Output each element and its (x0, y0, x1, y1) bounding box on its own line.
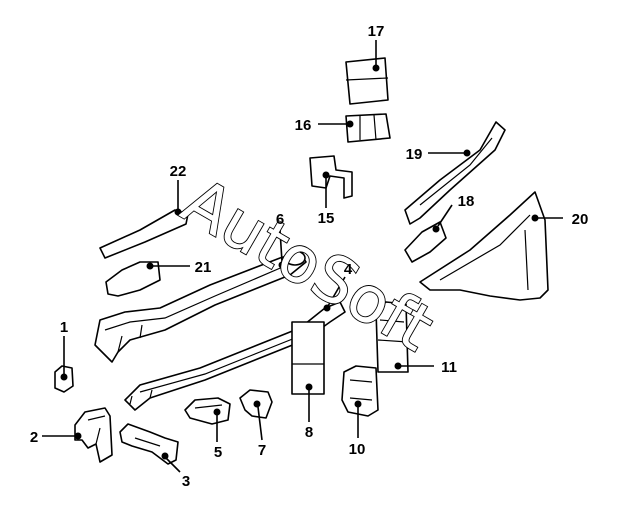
leader-18 (437, 204, 453, 227)
callout-label-17: 17 (368, 23, 385, 40)
callout-dot-2 (74, 432, 82, 440)
part-16-shape (345, 113, 391, 143)
callout-dot-6 (278, 261, 286, 269)
callout-dot-18 (432, 225, 440, 233)
callout-label-10: 10 (349, 441, 366, 458)
callout-dot-17 (372, 64, 380, 72)
part-18-shape (404, 221, 447, 263)
callout-dot-16 (346, 120, 354, 128)
callout-dot-22 (174, 208, 182, 216)
callout-dot-15 (322, 171, 330, 179)
part-22-shape (99, 209, 189, 259)
part-8-shape (291, 321, 325, 395)
callout-label-15: 15 (318, 210, 335, 227)
part-lower-rail (124, 301, 346, 411)
callout-label-4: 4 (344, 261, 353, 278)
part-19-shape (404, 121, 506, 225)
part-2-shape (74, 407, 113, 463)
callout-label-16: 16 (295, 117, 312, 134)
part-15-shape (309, 155, 353, 199)
part-3-shape (119, 423, 179, 465)
part-upper-rail (94, 250, 307, 363)
callout-label-8: 8 (305, 424, 313, 441)
callout-label-19: 19 (406, 146, 423, 163)
callout-dot-1 (60, 373, 68, 381)
callout-label-3: 3 (182, 473, 190, 490)
callout-label-2: 2 (30, 429, 38, 446)
callout-label-1: 1 (60, 319, 68, 336)
part-11-shape (375, 301, 409, 373)
part-21-shape (105, 261, 161, 297)
leader-6 (279, 229, 283, 263)
callout-dot-5 (213, 408, 221, 416)
callout-label-7: 7 (258, 442, 266, 459)
callout-dot-7 (253, 400, 261, 408)
leader-7 (257, 406, 263, 441)
callout-label-5: 5 (214, 444, 222, 461)
callout-dot-11 (394, 362, 402, 370)
callout-label-18: 18 (458, 193, 475, 210)
part-10-shape (341, 365, 379, 417)
part-17-shape (345, 57, 389, 105)
leader-3 (165, 457, 181, 473)
callout-dot-8 (305, 383, 313, 391)
part-20-shape (419, 191, 549, 301)
callout-label-22: 22 (170, 163, 187, 180)
part-5-shape (184, 397, 231, 425)
callout-dot-19 (463, 149, 471, 157)
callout-label-6: 6 (276, 211, 284, 228)
callout-dot-10 (354, 400, 362, 408)
callout-dot-20 (531, 214, 539, 222)
leader-4 (327, 276, 346, 307)
callout-label-20: 20 (572, 211, 589, 228)
callout-label-11: 11 (441, 359, 457, 376)
callout-dot-21 (146, 262, 154, 270)
callout-label-21: 21 (195, 259, 212, 276)
